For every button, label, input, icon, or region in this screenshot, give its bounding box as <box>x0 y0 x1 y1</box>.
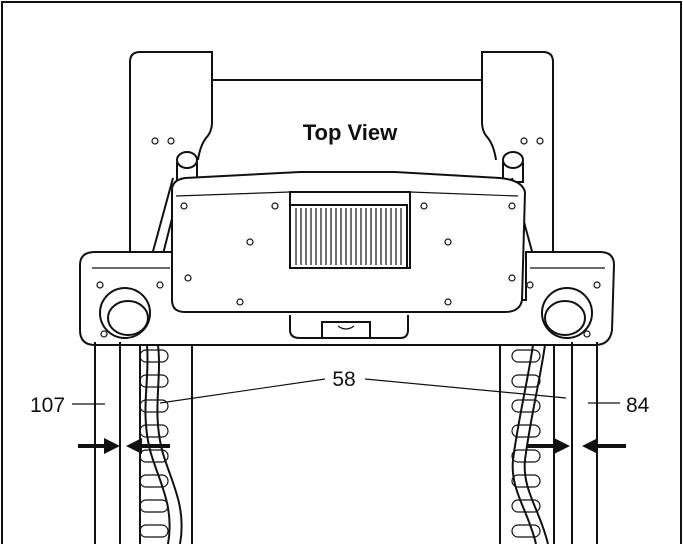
arrow-left-inner <box>126 438 170 454</box>
left-cup-holder <box>96 281 164 339</box>
left-slot-column <box>139 349 169 538</box>
handrail-tray <box>79 251 616 346</box>
arrow-right-outer <box>582 438 626 454</box>
fan-grille <box>289 204 408 269</box>
left-wire <box>144 344 183 544</box>
arrow-right-inner <box>527 438 570 454</box>
callout-84: 84 <box>626 394 650 417</box>
callout-leader-58-right <box>364 378 567 399</box>
console <box>171 171 527 339</box>
callout-leader-58-left <box>159 378 326 404</box>
view-title: Top View <box>303 120 398 145</box>
callout-107: 107 <box>30 394 65 417</box>
right-wire <box>511 344 549 544</box>
right-upright <box>481 51 554 330</box>
left-upright <box>129 51 213 330</box>
arrow-left-outer <box>78 438 120 454</box>
callout-58: 58 <box>332 368 355 391</box>
right-cup-holder <box>526 281 601 339</box>
right-knob <box>502 151 524 183</box>
